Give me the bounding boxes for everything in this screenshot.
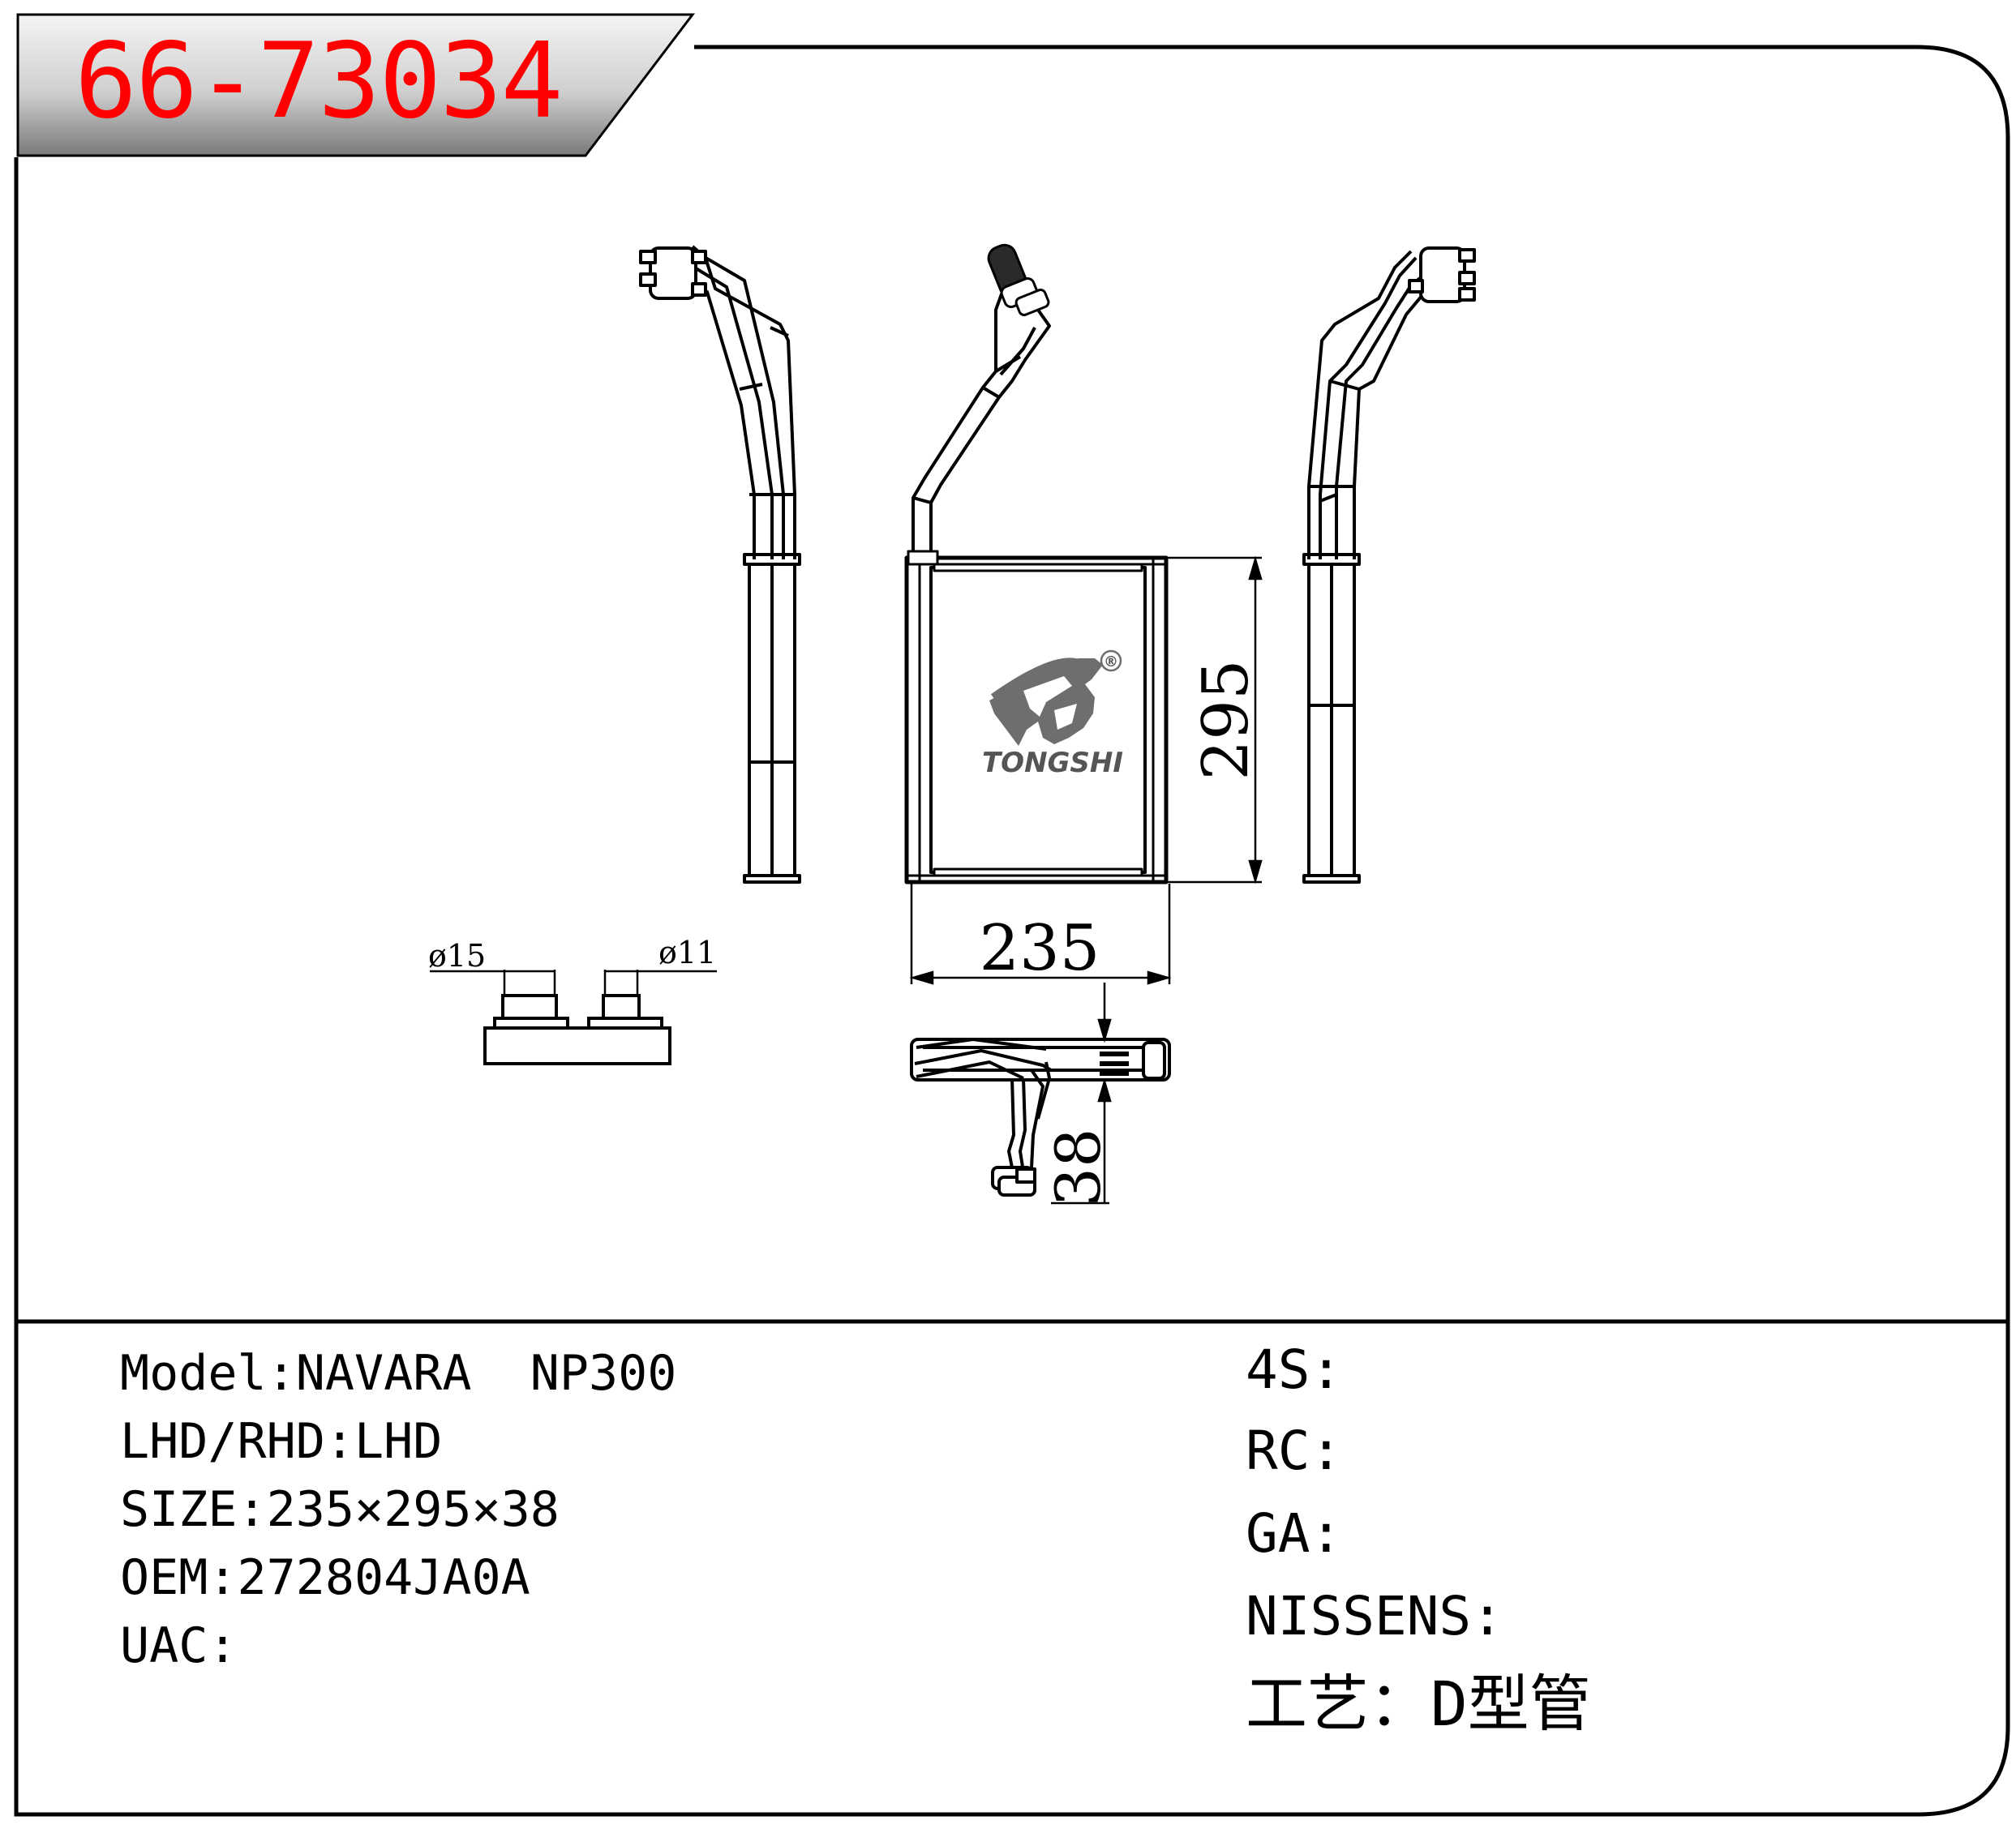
spec-oem: OEM:272804JA0A <box>120 1549 530 1606</box>
depth-dimension-label: 38 <box>1042 1129 1114 1207</box>
front-view <box>904 243 1169 885</box>
title-tab <box>16 13 696 157</box>
ref-4s: 4S: <box>1246 1339 1343 1401</box>
front-connector <box>987 243 1050 317</box>
width-dimension <box>909 884 1172 985</box>
height-dimension <box>1168 555 1263 885</box>
spec-lhd-rhd: LHD/RHD:LHD <box>120 1413 443 1470</box>
frame-border <box>14 45 2010 1817</box>
left-side-view <box>639 245 801 884</box>
registered-mark: ® <box>1104 653 1118 670</box>
pipe-diameter-small: ø11 <box>658 935 716 970</box>
right-side-view <box>1302 246 1476 884</box>
spec-size: SIZE:235×295×38 <box>120 1481 560 1538</box>
depth-dimension <box>1051 983 1112 1205</box>
spec-model: Model:NAVARA NP300 <box>120 1345 677 1402</box>
top-view <box>910 1038 1171 1197</box>
ref-rc: RC: <box>1246 1420 1343 1482</box>
ref-process: 工艺：D型管 <box>1246 1668 1591 1740</box>
pipe-diameter-large: ø15 <box>428 938 486 974</box>
ref-nissens: NISSENS: <box>1246 1585 1503 1647</box>
spec-uac: UAC: <box>120 1617 238 1674</box>
part-number: 66-73034 <box>75 21 563 142</box>
brand-logo: ® TONGSHI <box>982 649 1123 779</box>
width-dimension-label: 235 <box>980 912 1100 985</box>
logo-brand-text: TONGSHI <box>982 747 1123 779</box>
pipe-detail <box>430 970 717 1065</box>
height-dimension-label: 295 <box>1190 660 1263 781</box>
ref-ga: GA: <box>1246 1502 1343 1565</box>
